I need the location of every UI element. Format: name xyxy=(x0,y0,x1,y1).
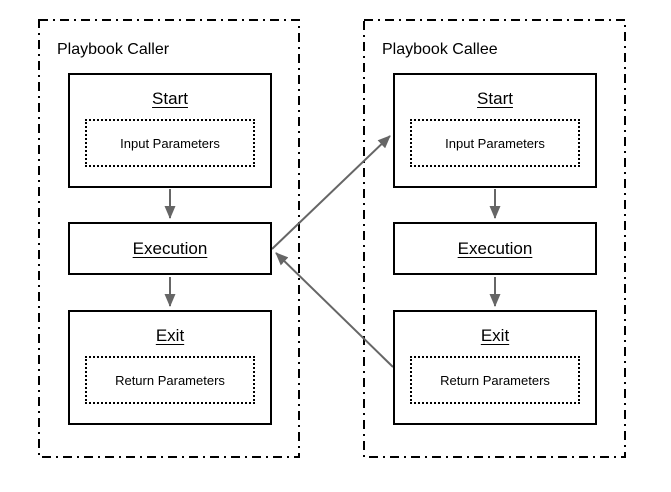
node-callee-execution: Execution xyxy=(393,222,597,275)
node-callee-start: Start Input Parameters xyxy=(393,73,597,188)
node-title-exit: Exit xyxy=(155,326,185,345)
param-box-callee-return: Return Parameters xyxy=(410,356,580,404)
param-box-callee-input: Input Parameters xyxy=(410,119,580,167)
node-title-start: Start xyxy=(477,89,513,108)
group-label-caller: Playbook Caller xyxy=(57,41,170,58)
node-title-execution: Execution xyxy=(457,239,533,258)
param-box-caller-input: Input Parameters xyxy=(85,119,255,167)
param-box-caller-return: Return Parameters xyxy=(85,356,255,404)
node-caller-start: Start Input Parameters xyxy=(68,73,272,188)
group-playbook-caller: Playbook Caller Start Input Parameters E… xyxy=(38,19,300,458)
node-caller-execution: Execution xyxy=(68,222,272,275)
node-title-exit: Exit xyxy=(480,326,510,345)
param-label-input: Input Parameters xyxy=(120,135,220,151)
node-title-execution: Execution xyxy=(132,239,208,258)
param-label-return: Return Parameters xyxy=(440,372,550,388)
param-label-input: Input Parameters xyxy=(445,135,545,151)
node-callee-exit: Exit Return Parameters xyxy=(393,310,597,425)
group-label-callee: Playbook Callee xyxy=(382,41,498,58)
node-title-start: Start xyxy=(152,89,188,108)
node-caller-exit: Exit Return Parameters xyxy=(68,310,272,425)
param-label-return: Return Parameters xyxy=(115,372,225,388)
group-playbook-callee: Playbook Callee Start Input Parameters E… xyxy=(363,19,626,458)
